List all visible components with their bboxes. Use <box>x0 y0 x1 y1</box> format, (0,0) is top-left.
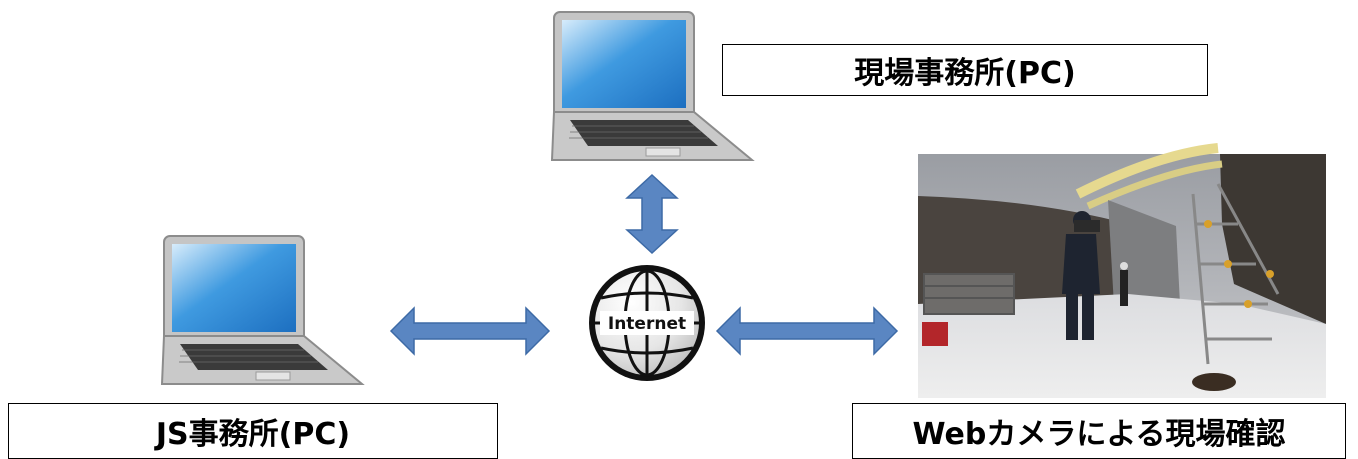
arrow-internet-webcam <box>715 306 899 356</box>
arrow-js-internet <box>389 306 551 356</box>
internet-globe-icon <box>589 265 705 381</box>
site-office-label: 現場事務所(PC) <box>722 44 1208 96</box>
webcam-label: Webカメラによる現場確認 <box>852 403 1346 459</box>
js-office-label: JS事務所(PC) <box>8 403 498 459</box>
arrow-site-internet <box>625 173 679 255</box>
laptop-js-office-icon <box>160 235 365 385</box>
internet-label: Internet <box>607 314 687 334</box>
laptop-site-office-icon <box>550 11 755 161</box>
webcam-site-photo <box>918 143 1326 398</box>
